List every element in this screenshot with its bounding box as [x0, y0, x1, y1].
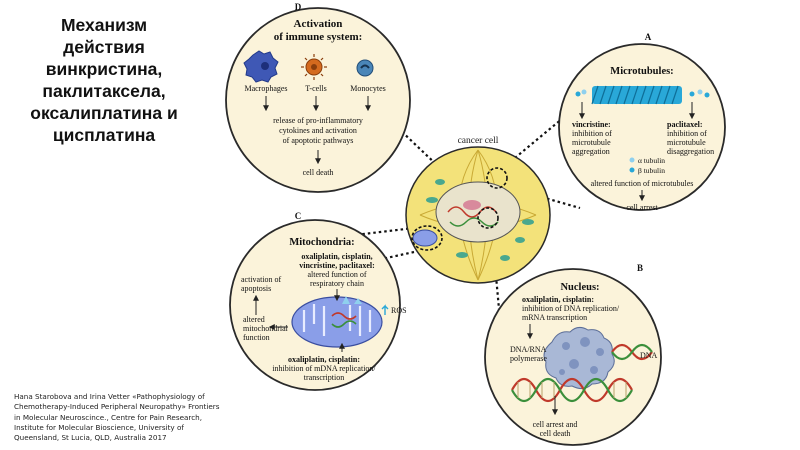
alpha-tubulin-label: α tubulin [638, 156, 665, 165]
panel-d-effect-line3: of apoptotic pathways [283, 136, 354, 145]
panel-d-title-line1: Activation [294, 18, 343, 30]
t-cell-icon [301, 54, 327, 80]
citation: Hana Starobova and Irina Vetter «Pathoph… [14, 392, 239, 443]
panel-letter-d: D [295, 2, 302, 12]
panel-d-immune-system: D Activation of immune system: Macrophag… [225, 2, 411, 193]
altered-mito-line2: mitochondrial [243, 324, 289, 333]
polymerase-icon [543, 326, 615, 390]
page-title: Механизм действия винкристина, паклитакс… [14, 14, 194, 146]
title-line: действия [63, 37, 145, 57]
paclitaxel-effect-line1: inhibition of [667, 129, 707, 138]
panel-a-title: Microtubules: [610, 66, 673, 77]
panel-c-title: Mitochondria: [289, 237, 354, 248]
panel-b-nucleus: B Nucleus: oxaliplatin, cisplatin: inhib… [484, 263, 662, 446]
vincristine-label: vincristine: [572, 120, 611, 129]
citation-line: in Molecular Neuroscince., Centre for Pa… [14, 412, 203, 422]
beta-tubulin-label: β tubulin [638, 166, 665, 175]
t-cells-label: T-cells [305, 84, 326, 93]
vincristine-effect-line1: inhibition of [572, 129, 612, 138]
apoptosis-line1: activation of [241, 275, 282, 284]
panel-a-arrows [579, 102, 695, 202]
citation-line: Chemotherapy-Induced Peripheral Neuropat… [14, 402, 220, 412]
panel-c-bottom-drugs: oxaliplatin, cisplatin: [288, 355, 360, 364]
polymerase-line2: polymerase [510, 354, 547, 363]
panel-b-effect-line2: mRNA transcription [522, 313, 587, 322]
alpha-tubulin-icon [629, 157, 635, 163]
panel-c-drugs-line1: oxaliplatin, cisplatin, [301, 252, 372, 261]
macrophage-icon [243, 50, 279, 83]
panel-b-title: Nucleus: [560, 282, 599, 293]
panel-letter-a: A [645, 32, 652, 42]
macrophages-label: Macrophages [244, 84, 287, 93]
panel-c-drugs-line2: vincristine, paclitaxel: [299, 261, 375, 270]
panel-d-title-line2: of immune system: [274, 31, 363, 43]
polymerase-line1: DNA/RNA [510, 345, 547, 354]
panel-d-effect-line1: release of pro-inflammatory [273, 116, 363, 125]
panel-c-effect-line1: altered function of [307, 270, 366, 279]
panel-a-altered: altered function of microtubules [591, 179, 694, 188]
panel-c-bottom-line1: inhibition of mDNA replication/ [272, 364, 376, 373]
panel-a-microtubules: A Microtubules: vincristine: inhibition … [558, 32, 726, 212]
citation-line: Hana Starobova and Irina Vetter «Pathoph… [14, 392, 205, 401]
citation-line: Queensland, St Lucia, QLD, Australia 201… [14, 433, 167, 443]
vincristine-effect-line2: microtubule [572, 138, 611, 147]
panel-c-bottom-line2: transcription [304, 373, 344, 382]
panel-b-drugs: oxaliplatin, cisplatin: [522, 295, 594, 304]
panel-b-outcome-line1: cell arrest and [533, 420, 578, 429]
paclitaxel-effect-line2: microtubule [667, 138, 706, 147]
panel-b-arrows [527, 324, 558, 416]
citation-line: Institute for Molecular Bioscience, Univ… [14, 422, 184, 432]
vincristine-effect-line3: aggregation [572, 147, 610, 156]
panel-letter-b: B [637, 263, 643, 273]
panel-a-outcome: cell arrest [626, 203, 658, 212]
apoptosis-line2: apoptosis [241, 284, 271, 293]
title-line: паклитаксела, [42, 81, 166, 101]
title-line: оксалиплатина и [30, 103, 178, 123]
mitochondrion-icon [291, 296, 383, 348]
monocyte-icon [356, 59, 374, 77]
title-line: винкристина, [45, 59, 163, 79]
panel-b-outcome-line2: cell death [540, 429, 571, 438]
panel-c-effect-line2: respiratory chain [310, 279, 364, 288]
paclitaxel-effect-line3: disaggregation [667, 147, 714, 156]
panel-letter-c: C [295, 211, 302, 221]
title-line: Механизм [60, 15, 148, 35]
panel-d-effect-line2: cytokines and activation [279, 126, 357, 135]
panel-d-outcome: cell death [303, 168, 334, 177]
monocytes-label: Monocytes [350, 84, 386, 93]
dna-helix-icon [511, 343, 653, 403]
cancer-cell: cancer cell [405, 136, 551, 284]
title-line: цисплатина [52, 125, 156, 145]
microtubule-icon [575, 85, 710, 105]
altered-mito-line1: altered [243, 315, 265, 324]
altered-mito-line3: function [243, 333, 270, 342]
panel-c-mitochondria: C Mitochondria: oxaliplatin, cisplatin, … [229, 211, 407, 391]
ros-label: ROS [391, 306, 407, 315]
beta-tubulin-icon [629, 167, 635, 173]
panel-d-arrows [263, 96, 371, 165]
cancer-cell-label: cancer cell [458, 136, 499, 146]
paclitaxel-label: paclitaxel: [667, 120, 703, 129]
panel-c-arrows [253, 289, 345, 352]
ros-arrow-icon [381, 304, 389, 315]
panel-b-effect-line1: inhibition of DNA replication/ [522, 304, 620, 313]
dna-label: DNA [640, 351, 658, 360]
